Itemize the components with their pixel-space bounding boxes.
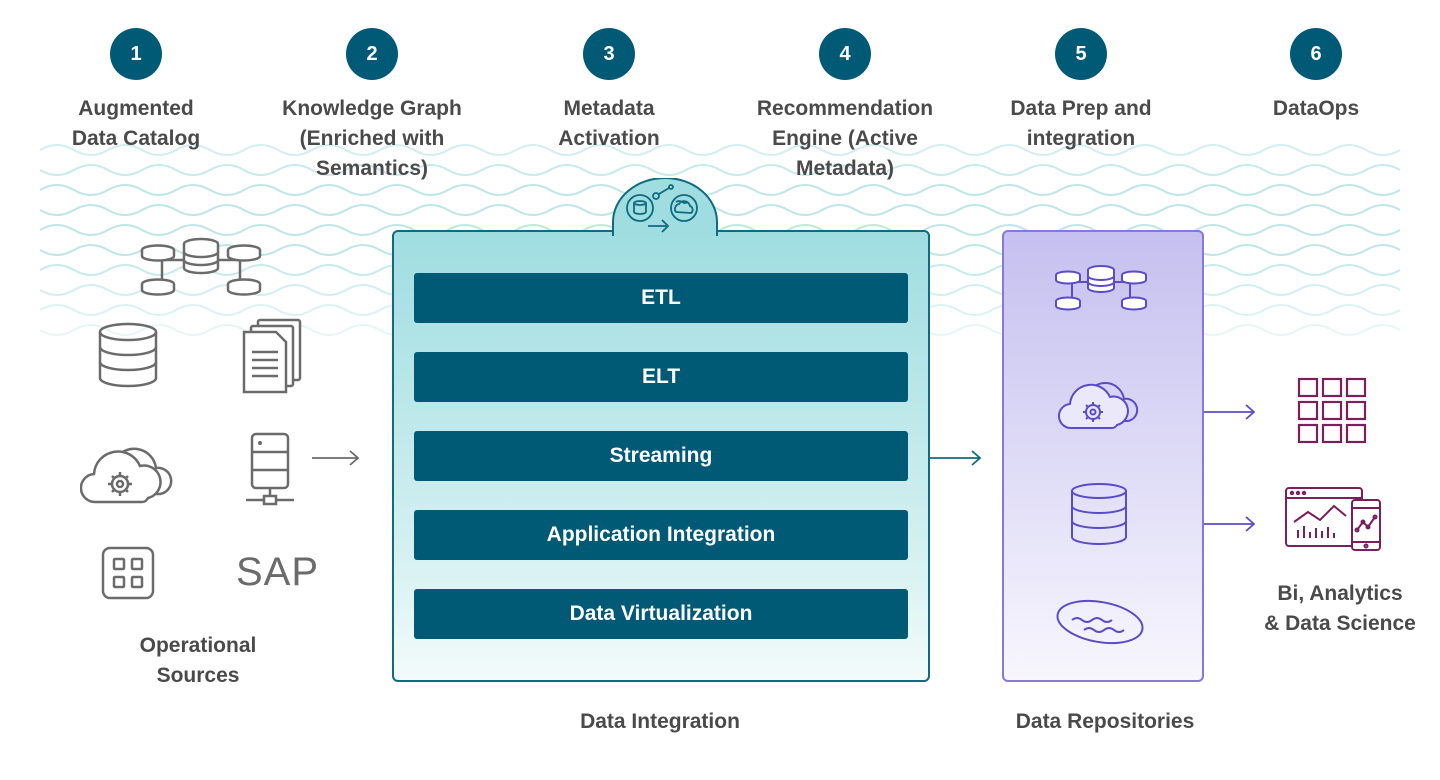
data-lake-icon <box>1056 599 1144 645</box>
analytics-dashboard-icon <box>1285 487 1381 551</box>
step-6: 6 DataOps <box>1206 28 1426 124</box>
step-4: 4 Recommendation Engine (Active Metadata… <box>735 28 955 184</box>
method-etl: ETL <box>414 273 908 323</box>
method-application-integration: Application Integration <box>414 510 908 560</box>
method-elt: ELT <box>414 352 908 402</box>
arrow-right-icon <box>1204 404 1256 420</box>
operational-sources-caption: Operational Sources <box>139 634 257 687</box>
arrow-right-icon <box>312 450 360 466</box>
step-2: 2 Knowledge Graph (Enriched with Semanti… <box>262 28 482 184</box>
grid-icon <box>1297 377 1367 444</box>
server-icon <box>246 432 294 506</box>
integration-hub-icon <box>612 178 718 236</box>
database-icon <box>1071 483 1127 545</box>
arrow-right-icon <box>930 450 982 466</box>
cloud-gear-icon <box>80 447 173 504</box>
step-title: Augmented Data Catalog <box>71 97 201 150</box>
step-number-badge: 3 <box>583 28 635 80</box>
cloud-gear-icon <box>1058 382 1139 430</box>
data-repositories-caption: Data Repositories <box>1015 710 1195 733</box>
step-title: Knowledge Graph (Enriched with Semantics… <box>282 97 462 180</box>
step-title: DataOps <box>1272 97 1360 120</box>
step-title: Metadata Activation <box>558 97 660 150</box>
database-network-icon <box>1055 265 1147 311</box>
sap-logo-text: SAP <box>236 550 320 594</box>
method-data-virtualization: Data Virtualization <box>414 589 908 639</box>
step-title: Data Prep and integration <box>1010 97 1152 150</box>
step-1: 1 Augmented Data Catalog <box>26 28 246 154</box>
step-number-badge: 2 <box>346 28 398 80</box>
method-streaming: Streaming <box>414 431 908 481</box>
step-title: Recommendation Engine (Active Metadata) <box>756 97 934 180</box>
step-3: 3 Metadata Activation <box>499 28 719 154</box>
step-number-badge: 6 <box>1290 28 1342 80</box>
step-number-badge: 5 <box>1055 28 1107 80</box>
database-network-icon <box>140 237 262 296</box>
documents-icon <box>242 318 302 394</box>
arrow-right-icon <box>1204 516 1256 532</box>
data-repositories-panel <box>1002 230 1204 682</box>
step-number-badge: 4 <box>819 28 871 80</box>
apps-grid-icon <box>101 546 155 600</box>
step-5: 5 Data Prep and integration <box>971 28 1191 154</box>
step-number-badge: 1 <box>110 28 162 80</box>
database-icon <box>98 322 158 388</box>
outputs-caption: Bi, Analytics & Data Science <box>1264 582 1416 635</box>
data-integration-caption: Data Integration <box>580 710 740 733</box>
